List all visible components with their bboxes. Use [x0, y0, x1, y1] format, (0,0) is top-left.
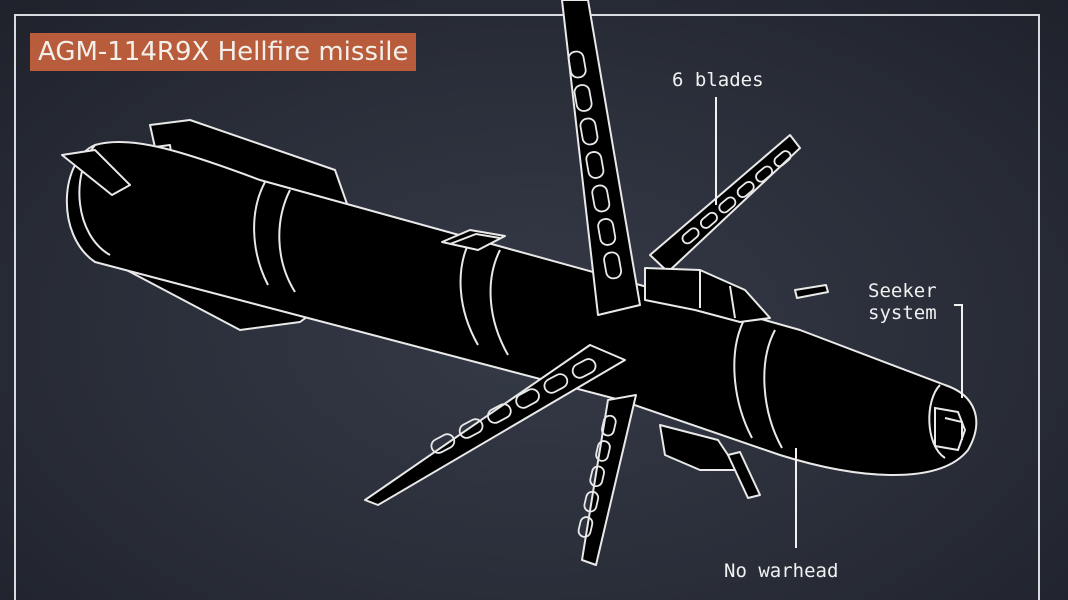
diagram-title: AGM-114R9X Hellfire missile	[30, 33, 417, 71]
blade-vertical	[561, 0, 641, 316]
blade-upper-right	[649, 134, 801, 273]
label-no-warhead: No warhead	[724, 560, 839, 582]
label-seeker-line1: Seeker	[868, 280, 937, 302]
leader-seeker	[954, 304, 963, 398]
label-blades: 6 blades	[672, 69, 764, 91]
missile-body	[61, 140, 978, 499]
label-seeker-line2: system	[868, 302, 937, 324]
blade-lower-left	[364, 344, 626, 506]
label-seeker-system: Seeker system	[868, 280, 937, 324]
blade-lower-vertical	[577, 394, 637, 566]
diagram-frame	[14, 14, 1040, 600]
